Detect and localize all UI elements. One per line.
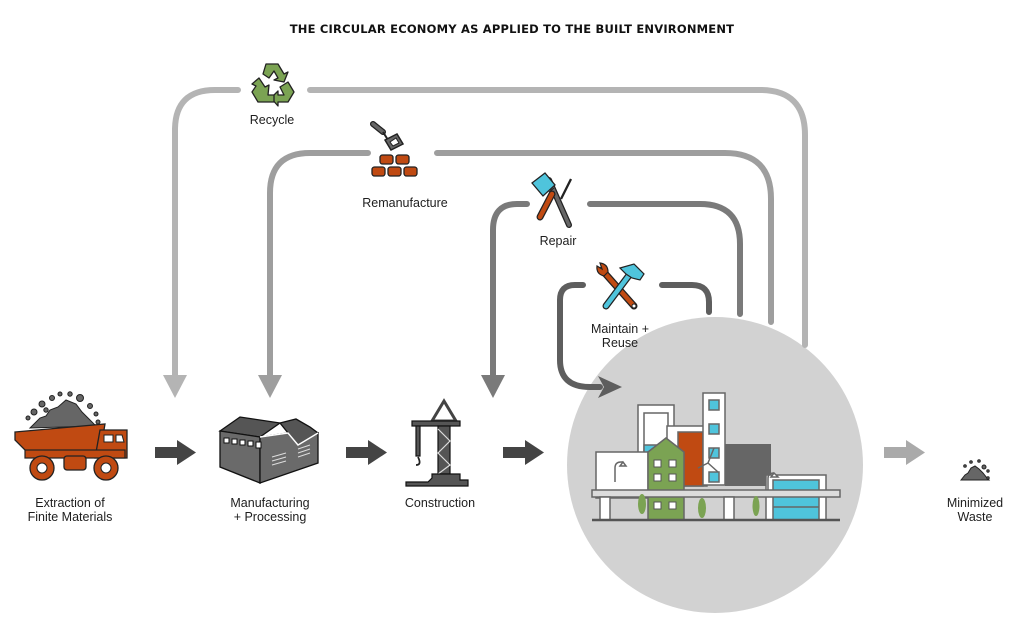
recycle-arrowhead	[163, 375, 187, 398]
city-buildings-icon	[591, 392, 841, 522]
loop-repair	[490, 201, 743, 378]
label-maintain-line-2: Reuse	[601, 336, 639, 350]
repair-arrowhead	[481, 375, 505, 398]
trowel-bricks-icon	[370, 121, 418, 177]
diagram-title: THE CIRCULAR ECONOMY AS APPLIED TO THE B…	[289, 22, 735, 36]
repair-loop-right	[587, 201, 743, 317]
label-recycle: Recycle	[232, 113, 312, 127]
loop-recycle	[172, 87, 808, 378]
repair-loop-left	[490, 201, 530, 378]
crane-icon	[405, 398, 469, 487]
waste-pile-icon	[959, 459, 991, 481]
remanufacture-loop-right	[434, 150, 774, 325]
loop-remanufacture	[267, 150, 774, 378]
label-manufacturing: Manufacturing+ Processing	[210, 496, 330, 524]
label-remanufacture-line-1: Remanufacture	[362, 196, 448, 210]
flow-arrow-3	[503, 440, 544, 465]
factory-icon	[218, 416, 320, 484]
flow-arrow-4	[884, 440, 925, 465]
label-maintain-line-1: Maintain +	[590, 322, 650, 336]
loop-maintain-reuse	[557, 282, 712, 390]
recycle-icon	[251, 63, 295, 107]
maintain-loop-left	[557, 282, 603, 390]
label-construction: Construction	[380, 496, 500, 510]
label-recycle-line-1: Recycle	[249, 113, 295, 127]
remanufacture-arrowhead	[258, 375, 282, 398]
label-manufacturing-line-2: + Processing	[233, 510, 307, 524]
label-repair-line-1: Repair	[539, 234, 577, 248]
label-repair: Repair	[518, 234, 598, 248]
recycle-loop-left	[172, 87, 241, 378]
remanufacture-loop-left	[267, 150, 371, 378]
label-extraction-line-2: Finite Materials	[27, 510, 113, 524]
dump-truck-icon	[14, 391, 128, 481]
label-waste-line-1: Minimized	[946, 496, 1004, 510]
label-remanufacture: Remanufacture	[345, 196, 465, 210]
flow-arrow-1	[155, 440, 196, 465]
label-construction-line-1: Construction	[404, 496, 476, 510]
label-extraction-line-1: Extraction of	[35, 496, 105, 510]
maintain-loop-right	[659, 282, 712, 315]
flow-arrow-2	[346, 440, 387, 465]
label-maintain-reuse: Maintain +Reuse	[575, 322, 665, 350]
ore-pile	[28, 399, 98, 429]
label-waste-line-2: Waste	[957, 510, 993, 524]
maintain-arrowhead	[598, 376, 622, 398]
label-manufacturing-line-1: Manufacturing	[230, 496, 310, 510]
recycle-loop-right	[307, 87, 808, 348]
brush-screwdriver-icon	[531, 172, 573, 228]
wrench-hammer-icon	[596, 262, 645, 310]
